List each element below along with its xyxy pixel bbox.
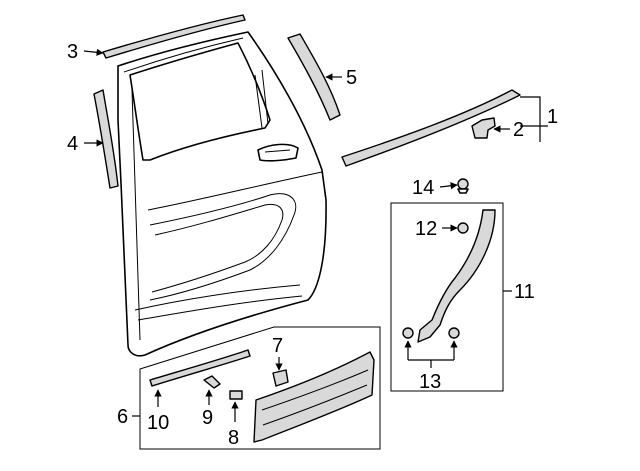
callout-6: 6 [117,406,128,428]
callout-2: 2 [513,119,524,141]
part-6-group-box [139,326,381,450]
callout-11: 11 [514,281,535,303]
part-12-clip [457,222,469,234]
callout-9: 9 [202,407,213,429]
part-2-clip [471,117,496,139]
callout-4: 4 [67,133,78,155]
callout-10: 10 [147,412,169,434]
part-11-garnish [417,209,496,343]
part-1-belt-molding [341,89,521,167]
part-6-side-molding [253,351,375,443]
part-3-frame-molding [102,14,246,59]
callout-1: 1 [547,106,558,128]
part-10-molding [149,349,251,387]
part-9-clip [203,375,221,389]
callout-7: 7 [272,335,283,357]
part-11-group-box [390,202,504,392]
callout-3: 3 [67,41,78,63]
callout-8: 8 [228,427,239,449]
callout-13: 13 [419,371,441,393]
part-5-pillar-garnish [287,33,341,121]
part-14-clip [457,178,469,194]
callout-5: 5 [346,67,357,89]
rear-door [117,31,327,357]
part-8-clip [229,390,243,400]
part-13-clips [402,327,460,339]
callout-14: 14 [412,177,434,199]
part-7-clip [272,369,289,387]
callout-12: 12 [415,218,437,240]
part-4-pillar-garnish [93,89,119,189]
